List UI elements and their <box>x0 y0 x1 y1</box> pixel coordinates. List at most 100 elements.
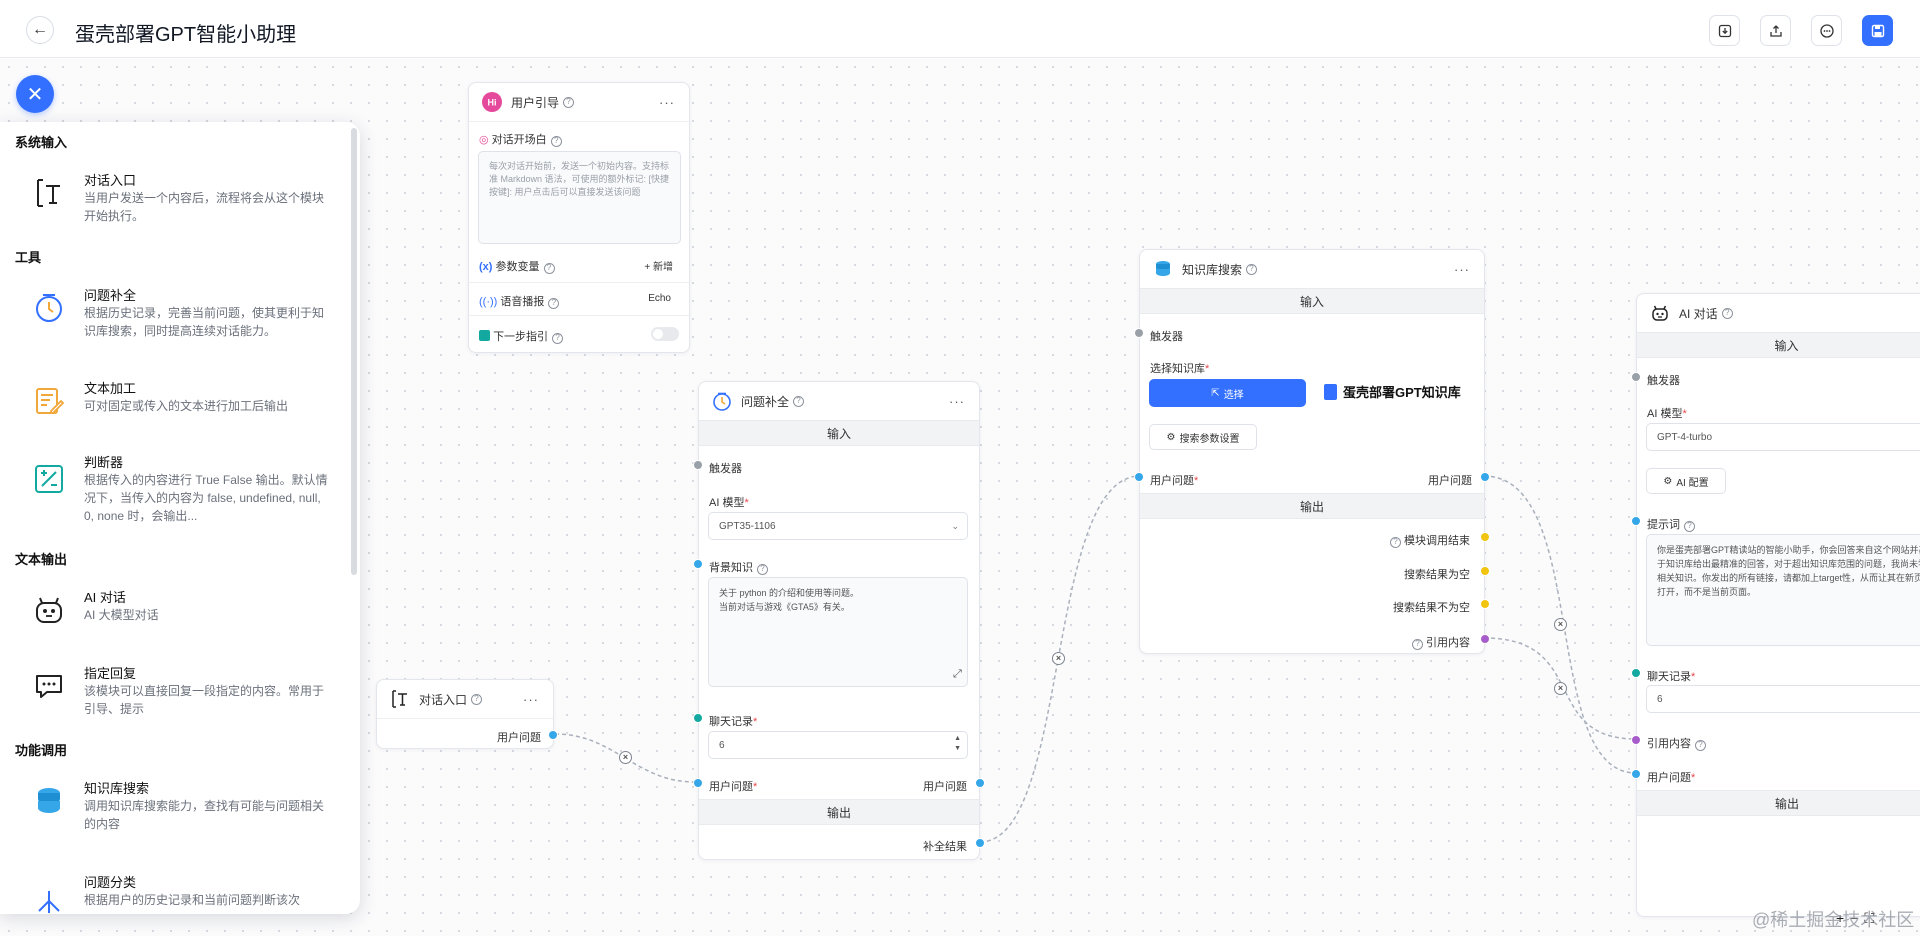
tool-ai-chat[interactable]: AI 对话 AI 大模型对话 <box>28 587 338 632</box>
tts-select[interactable]: Echo <box>648 293 671 304</box>
arrow-left-icon: ← <box>32 21 48 38</box>
node-header[interactable]: 问题补全 ? ··· <box>699 382 979 420</box>
search-params-button[interactable]: ⚙搜索参数设置 <box>1149 424 1257 450</box>
history-stepper[interactable]: 6 <box>1646 685 1920 713</box>
add-variable-button[interactable]: + 新增 <box>644 262 673 273</box>
message-icon <box>32 669 66 703</box>
more-icon[interactable]: ··· <box>523 692 539 707</box>
help-icon[interactable]: ? <box>757 563 768 575</box>
node-knowledge-search[interactable]: 知识库搜索 ? ··· 输入 触发器 选择知识库* ⇱选择 蛋壳部署GPT知识库… <box>1134 249 1490 654</box>
node-chat-entry[interactable]: 对话入口 ? ··· 用户问题 <box>376 679 558 749</box>
help-icon[interactable]: ? <box>563 96 575 108</box>
source-handle[interactable] <box>548 730 558 740</box>
save-button[interactable] <box>1862 15 1893 46</box>
tool-name: 对话入口 <box>84 173 137 188</box>
tool-kb-search[interactable]: 知识库搜索 调用知识库搜索能力，查找有可能与问题相关的内容 <box>28 778 338 838</box>
target-handle[interactable] <box>1631 668 1641 678</box>
node-user-guide[interactable]: Hi 用户引导 ? ··· ◎ 对话开场白? 每次对话开始前，发送一个初始内容。… <box>468 82 690 353</box>
scrollbar[interactable] <box>351 128 357 575</box>
output-section-header: 输出 <box>1140 493 1484 519</box>
stepper-arrows-icon[interactable]: ▲▼ <box>954 735 961 752</box>
target-handle[interactable] <box>693 778 703 788</box>
import-button[interactable] <box>1709 15 1740 46</box>
trigger-handle[interactable] <box>1631 372 1641 382</box>
ai-model-select[interactable]: GPT35-1106 ⌄ <box>708 512 968 540</box>
selected-kb-chip[interactable]: 蛋壳部署GPT知识库 <box>1324 382 1461 401</box>
target-handle[interactable] <box>693 559 703 569</box>
help-icon[interactable]: ? <box>1721 307 1733 319</box>
history-stepper[interactable]: 6 ▲▼ <box>708 731 968 759</box>
expand-icon[interactable]: ⤢ <box>953 668 962 680</box>
select-kb-button[interactable]: ⇱选择 <box>1149 379 1306 407</box>
text-cursor-icon <box>389 688 411 710</box>
export-button[interactable] <box>1760 15 1791 46</box>
target-handle[interactable] <box>693 713 703 723</box>
ai-model-select[interactable]: GPT-4-turbo <box>1646 423 1920 451</box>
source-handle[interactable] <box>1480 472 1490 482</box>
source-handle[interactable] <box>1480 566 1490 576</box>
prompt-textarea[interactable]: 你是蛋壳部署GPT精读站的智能小助手，你会回答来自这个网站并基于知识库给出最精准… <box>1646 534 1920 646</box>
module-library-panel: 系统输入 对话入口 当用户发送一个内容后，流程将会从这个模块开始执行。 工具 问… <box>0 122 360 914</box>
welcome-textarea[interactable]: 每次对话开始前，发送一个初始内容。支持标准 Markdown 语法，可使用的额外… <box>478 151 681 244</box>
save-icon <box>1871 24 1884 37</box>
source-handle[interactable] <box>975 778 985 788</box>
node-header[interactable]: Hi 用户引导 ? ··· <box>469 83 689 121</box>
source-handle[interactable] <box>1480 532 1490 542</box>
tool-question-rewrite[interactable]: 问题补全 根据历史记录，完善当前问题，使其更利于知识库搜索，同时提高连续对话能力… <box>28 285 338 345</box>
help-icon[interactable]: ? <box>1412 638 1423 650</box>
help-icon[interactable]: ? <box>1246 263 1258 275</box>
source-handle[interactable] <box>1480 599 1490 609</box>
help-icon[interactable]: ? <box>1684 520 1695 532</box>
chat-test-button[interactable] <box>1811 15 1842 46</box>
background-textarea[interactable]: 关于 python 的介绍和使用等问题。 当前对话与游戏《GTA5》有关。 <box>708 577 968 687</box>
node-title: 对话入口 <box>419 692 468 707</box>
target-handle[interactable] <box>1631 769 1641 779</box>
more-icon[interactable]: ··· <box>1454 262 1470 277</box>
delete-edge-icon[interactable]: × <box>619 751 632 764</box>
node-title: 知识库搜索 <box>1182 262 1243 277</box>
help-icon[interactable]: ? <box>471 693 483 705</box>
target-handle[interactable] <box>1134 472 1144 482</box>
help-icon[interactable]: ? <box>1695 739 1706 751</box>
help-icon[interactable]: ? <box>543 262 555 274</box>
trigger-handle[interactable] <box>1134 328 1144 338</box>
more-icon[interactable]: ··· <box>659 95 675 110</box>
help-icon[interactable]: ? <box>552 332 564 344</box>
ai-config-button[interactable]: ⚙AI 配置 <box>1646 468 1726 494</box>
help-icon[interactable]: ? <box>550 135 562 147</box>
next-guide-toggle[interactable] <box>651 327 679 341</box>
trigger-handle[interactable] <box>693 460 703 470</box>
back-button[interactable]: ← <box>26 16 54 44</box>
target-handle[interactable] <box>1631 516 1641 526</box>
tool-name: 文本加工 <box>84 381 137 396</box>
node-header[interactable]: 知识库搜索 ? ··· <box>1140 250 1484 288</box>
tool-classify-question[interactable]: 问题分类 根据用户的历史记录和当前问题判断该次 <box>28 872 338 914</box>
node-question-rewrite[interactable]: 问题补全 ? ··· 输入 触发器 AI 模型* GPT35-1106 ⌄ 背景… <box>693 381 985 860</box>
import-icon <box>1718 24 1731 37</box>
source-handle[interactable] <box>975 838 985 848</box>
output-section-header: 输出 <box>699 799 979 825</box>
tool-name: 知识库搜索 <box>84 781 150 796</box>
delete-edge-icon[interactable]: × <box>1554 618 1567 631</box>
help-icon[interactable]: ? <box>793 395 805 407</box>
delete-edge-icon[interactable]: × <box>1052 652 1065 665</box>
delete-edge-icon[interactable]: × <box>1554 682 1567 695</box>
zoom-controls[interactable]: +−⛶ <box>1836 910 1881 926</box>
export-icon <box>1769 24 1782 37</box>
tool-chat-entry[interactable]: 对话入口 当用户发送一个内容后，流程将会从这个模块开始执行。 <box>28 170 338 230</box>
node-ai-chat[interactable]: AI 对话 ? 输入 触发器 AI 模型* GPT-4-turbo ⚙AI 配置… <box>1631 293 1920 917</box>
tool-if-else[interactable]: 判断器 根据传入的内容进行 True False 输出。默认情况下，当传入的内容… <box>28 452 338 532</box>
more-icon[interactable]: ··· <box>949 394 965 409</box>
user-question-label: 用户问题* <box>709 781 758 793</box>
tool-text-process[interactable]: 文本加工 可对固定或传入的文本进行加工后输出 <box>28 378 338 423</box>
node-header[interactable]: 对话入口 ? ··· <box>377 680 553 718</box>
target-handle[interactable] <box>1631 735 1641 745</box>
close-panel-button[interactable]: ✕ <box>16 75 54 113</box>
help-icon[interactable]: ? <box>548 297 560 309</box>
tool-answer[interactable]: 指定回复 该模块可以直接回复一段指定的内容。常用于引导、提示 <box>28 663 338 723</box>
help-icon[interactable]: ? <box>1390 536 1401 548</box>
trigger-label: 触发器 <box>1647 375 1680 387</box>
input-section-header: 输入 <box>1637 332 1920 358</box>
node-header[interactable]: AI 对话 ? <box>1637 294 1920 332</box>
source-handle[interactable] <box>1480 634 1490 644</box>
